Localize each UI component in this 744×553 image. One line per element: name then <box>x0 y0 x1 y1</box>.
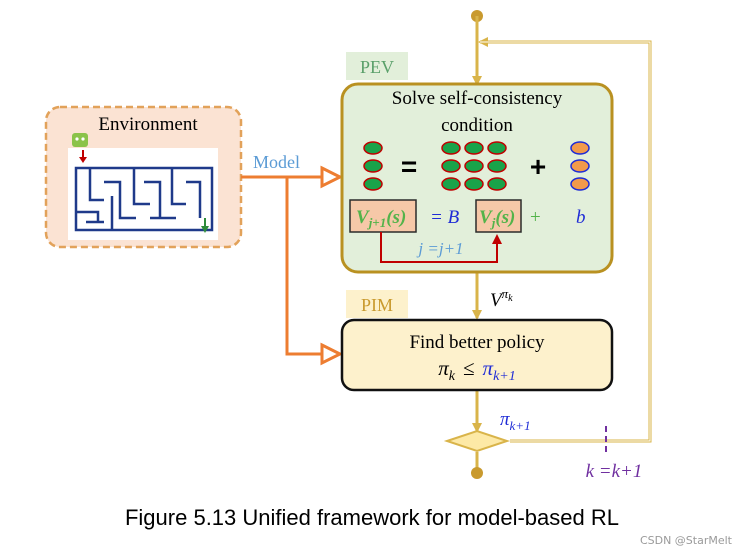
iteration-arrow <box>380 232 502 263</box>
vector-lhs <box>363 141 383 191</box>
end-node <box>471 467 483 479</box>
loop-back-line <box>478 37 652 443</box>
pev-box: Solve self-consistency condition = + <box>340 82 614 274</box>
maze-icon <box>74 166 214 232</box>
policy-output-label: πk+1 <box>500 409 531 433</box>
model-label: Model <box>253 152 300 172</box>
goal-arrow-icon <box>201 218 209 233</box>
plus-sign: + <box>530 151 546 182</box>
watermark: CSDN @StarMelt <box>639 534 732 547</box>
decision-diamond <box>443 429 511 453</box>
lhs-formula: Vj+1(s) <box>356 207 406 230</box>
equals-B: = B <box>430 207 460 228</box>
rhs-value-box <box>475 199 522 233</box>
pim-inequality: πk≤πk+1 <box>438 356 515 384</box>
robot-icon <box>72 133 88 163</box>
model-arrows <box>241 165 344 366</box>
pev-title-line2: condition <box>441 115 513 136</box>
environment-label: Environment <box>98 114 198 135</box>
equals-sign: = <box>401 151 417 182</box>
pim-tag: PIM <box>361 295 393 315</box>
b-term: b <box>576 207 586 228</box>
value-function-label: Vπk <box>490 286 513 311</box>
vector-b <box>570 141 590 191</box>
matrix-B <box>441 141 507 191</box>
iteration-label: j =j+1 <box>416 239 463 258</box>
figure-caption: Figure 5.13 Unified framework for model-… <box>124 505 619 530</box>
k-update-label: k =k+1 <box>586 461 643 482</box>
pev-tag-bg <box>346 52 408 80</box>
environment-box: Environment <box>44 105 243 249</box>
plus-b-sign: + <box>530 207 541 228</box>
pev-title-line1: Solve self-consistency <box>392 88 563 109</box>
pim-title: Find better policy <box>409 332 545 353</box>
main-flow-line <box>471 10 483 479</box>
rhs-formula: Vj(s) <box>479 207 515 230</box>
pim-box: Find better policy πk≤πk+1 <box>340 318 614 392</box>
lhs-value-box <box>349 199 417 233</box>
pev-tag: PEV <box>360 57 394 77</box>
pim-tag-bg <box>346 290 408 318</box>
